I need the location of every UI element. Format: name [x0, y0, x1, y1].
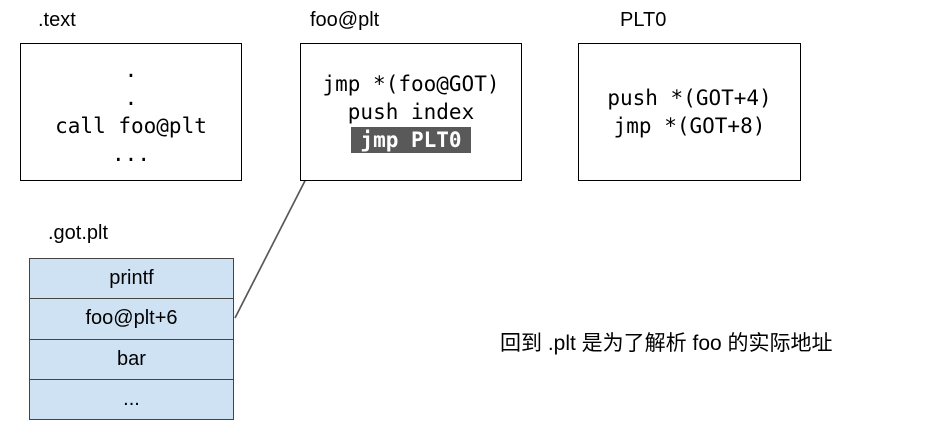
code-line: . [124, 86, 138, 110]
got-plt-table: printf foo@plt+6 bar ... [29, 258, 234, 420]
text-section-box: . . call foo@plt ... [20, 43, 242, 181]
code-line: call foo@plt [55, 114, 207, 138]
code-line: push index [347, 100, 475, 124]
code-line: ... [112, 142, 150, 166]
foo-plt-box: jmp *(foo@GOT) push index jmp PLT0 [300, 43, 522, 181]
foo-plt-label: foo@plt [310, 9, 380, 31]
code-line: . [124, 58, 138, 82]
plt0-label: PLT0 [620, 9, 667, 31]
highlighted-jmp-plt0-instruction: jmp PLT0 [351, 127, 471, 153]
code-line: jmp *(foo@GOT) [322, 72, 500, 96]
got-entry-ellipsis: ... [123, 387, 140, 410]
got-entry-printf: printf [30, 259, 233, 300]
text-section-label: .text [38, 9, 76, 31]
plt0-box: push *(GOT+4) jmp *(GOT+8) [578, 43, 801, 181]
code-line: push *(GOT+4) [607, 86, 772, 110]
got-plt-label: .got.plt [48, 222, 109, 244]
code-line: jmp *(GOT+8) [613, 114, 766, 138]
code-line: jmp PLT0 [351, 126, 471, 154]
annotation-text: 回到 .plt 是为了解析 foo 的实际地址 [500, 332, 833, 355]
got-entry-bar: bar [30, 340, 233, 380]
got-entry-foo: foo@plt+6 [30, 299, 233, 340]
